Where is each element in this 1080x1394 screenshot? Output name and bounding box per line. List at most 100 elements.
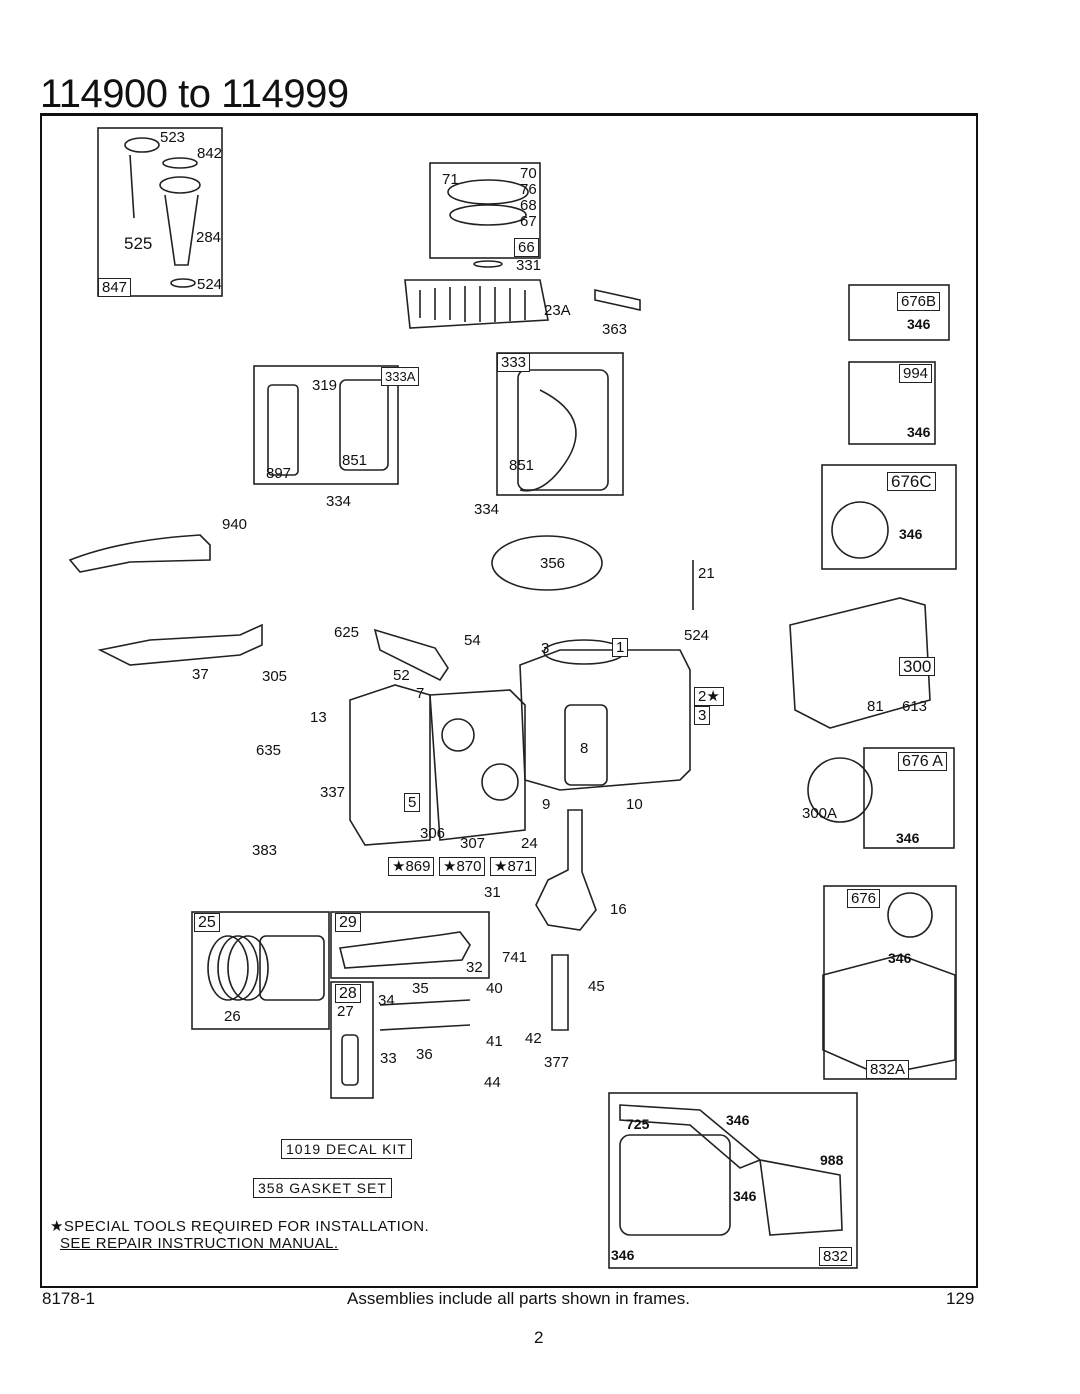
part-label: 337 [320,784,346,801]
part-label-box: 1 [612,638,629,657]
frame-tag-29: 29 [335,913,361,932]
part-label: 897 [266,465,292,482]
part-label: 851 [509,457,535,474]
frame-tag-847: 847 [98,278,132,297]
part-label: 52 [393,667,410,684]
decal-kit-box: 1019 DECAL KIT [281,1139,412,1159]
part-label: 3 [541,640,550,657]
part-label: 346 [611,1247,635,1263]
part-label: 356 [540,555,566,572]
part-label: 81 [867,698,884,715]
part-label: 625 [334,624,360,641]
part-label: 334 [326,493,352,510]
gasket-set-box: 358 GASKET SET [253,1178,392,1198]
part-label: 44 [484,1074,501,1091]
part-label: 613 [902,698,928,715]
part-label: 70 [520,165,537,182]
part-label: 23A [544,302,571,319]
part-label: 37 [192,666,209,683]
part-label: 523 [160,129,186,146]
part-label: 16 [610,901,627,918]
part-label: 363 [602,321,628,338]
footer-caption: Assemblies include all parts shown in fr… [347,1289,690,1308]
part-label: 851 [342,452,368,469]
part-label: 68 [520,197,537,214]
frame-tag-676b: 676B [897,292,941,311]
part-label: 67 [520,213,537,230]
frame-tag-676: 676 [847,889,881,908]
part-label: 24 [521,835,538,852]
part-label-box: 2★ [694,687,724,706]
frame-tag-994: 994 [899,364,933,383]
part-label: 8 [580,740,589,757]
part-label: 524 [684,627,710,644]
part-label: 35 [412,980,429,997]
part-label: 45 [588,978,605,995]
page-number-center: 2 [534,1328,544,1347]
part-label: 21 [698,565,715,582]
frame-tag-832a: 832A [866,1060,910,1079]
frame-tag-66: 66 [514,238,539,257]
part-label: 525 [124,234,153,253]
part-label: 34 [378,992,395,1009]
part-label: 635 [256,742,282,759]
part-label: 71 [442,171,459,188]
part-label: 9 [542,796,551,813]
part-label: 346 [907,424,931,440]
part-label: 76 [520,181,537,198]
part-label: 377 [544,1054,570,1071]
part-label: 346 [733,1188,757,1204]
part-label: 940 [222,516,248,533]
part-label: 307 [460,835,486,852]
part-label: 54 [464,632,481,649]
part-label: 10 [626,796,643,813]
special-tools-note: ★SPECIAL TOOLS REQUIRED FOR INSTALLATION… [50,1218,430,1235]
part-label: 33 [380,1050,397,1067]
part-label: 41 [486,1033,503,1050]
frame-tag-832: 832 [819,1247,853,1266]
part-label: 346 [907,316,931,332]
part-label: 42 [525,1030,542,1047]
part-label: 40 [486,980,503,997]
part-label: 346 [726,1112,750,1128]
part-label: 842 [197,145,223,162]
part-label: 524 [197,276,223,293]
part-label: 988 [820,1152,844,1168]
part-label-box: ★871 [490,857,537,876]
document-code: 8178-1 [42,1289,95,1308]
frame-tag-333a: 333A [381,367,420,386]
part-label: 7 [416,685,425,702]
part-label: 331 [516,257,542,274]
part-label-box: ★869 [388,857,435,876]
part-label: 741 [502,949,528,966]
part-label: 306 [420,825,446,842]
page-title: 114900 to 114999 [40,72,349,116]
part-label: 305 [262,668,288,685]
frame-tag-300: 300 [899,657,936,676]
page-number-right: 129 [946,1289,975,1308]
part-label: 300A [802,805,838,822]
part-label: 284 [196,229,222,246]
frame-tag-676a: 676 A [898,752,947,771]
part-label-box: ★870 [439,857,486,876]
part-label: 13 [310,709,327,726]
frame-tag-676c: 676C [887,472,936,491]
part-label-box: 5 [404,793,421,812]
repair-manual-note: SEE REPAIR INSTRUCTION MANUAL. [60,1235,339,1252]
diagram-frame [40,113,978,1288]
part-label: 31 [484,884,501,901]
frame-tag-333: 333 [497,353,531,372]
part-label: 383 [252,842,278,859]
part-label-box: 3 [694,706,711,725]
part-label: 725 [626,1116,650,1132]
part-label: 346 [896,830,920,846]
part-label: 26 [224,1008,241,1025]
part-label: 346 [888,950,912,966]
part-label: 334 [474,501,500,518]
frame-tag-28: 28 [335,984,361,1003]
part-label: 27 [337,1003,354,1020]
part-label: 346 [899,526,923,542]
part-label: 32 [466,959,483,976]
part-label: 36 [416,1046,433,1063]
